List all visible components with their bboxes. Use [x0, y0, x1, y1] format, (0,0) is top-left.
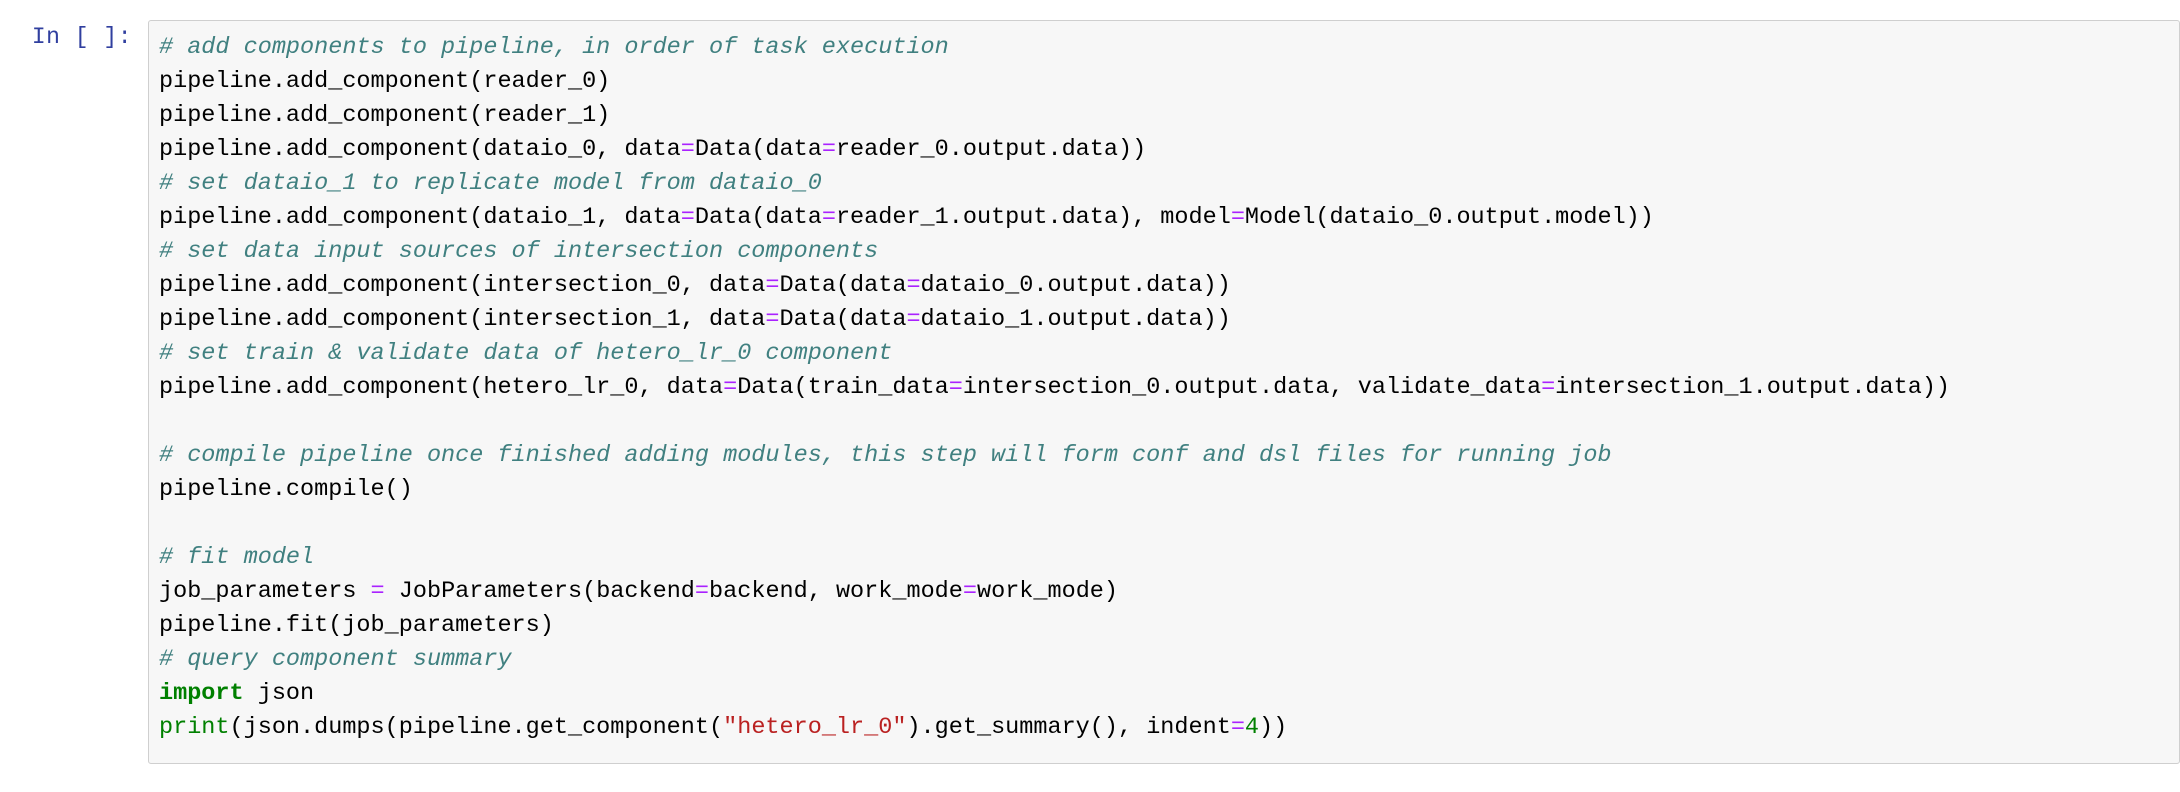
cell-execution-prompt[interactable]: In [ ]: — [31, 24, 132, 50]
code-token-kwop: = — [765, 272, 780, 299]
code-line[interactable]: pipeline.add_component(reader_1) — [159, 99, 2179, 133]
code-line[interactable]: pipeline.add_component(reader_0) — [159, 65, 2179, 99]
code-line[interactable]: pipeline.add_component(hetero_lr_0, data… — [159, 371, 2179, 405]
code-line[interactable]: pipeline.add_component(intersection_1, d… — [159, 303, 2179, 337]
code-token-name: pipeline.add_component(reader_0) — [159, 68, 611, 95]
code-token-name: intersection_0.output.data, validate_dat… — [962, 374, 1542, 401]
code-token-name: pipeline.compile() — [159, 476, 413, 503]
code-token-name: Data(data — [694, 204, 822, 231]
code-line[interactable]: pipeline.add_component(dataio_1, data=Da… — [159, 201, 2179, 235]
code-token-kwop: = — [821, 136, 836, 163]
code-token-kwop: = — [765, 306, 780, 333]
code-token-name: pipeline.add_component(intersection_0, d… — [159, 272, 766, 299]
code-token-name: pipeline.add_component(hetero_lr_0, data — [159, 374, 724, 401]
code-token-kwop: = — [821, 204, 836, 231]
code-line[interactable]: pipeline.add_component(dataio_0, data=Da… — [159, 133, 2179, 167]
code-line[interactable]: # set train & validate data of hetero_lr… — [159, 337, 2179, 371]
notebook-code-cell[interactable]: In [ ]: # add components to pipeline, in… — [0, 0, 2180, 764]
code-token-name: dataio_0.output.data)) — [920, 272, 1231, 299]
code-token-name: reader_1.output.data), model — [835, 204, 1231, 231]
code-token-comment: # set dataio_1 to replicate model from d… — [159, 170, 822, 197]
code-token-name: backend, work_mode — [709, 578, 963, 605]
code-token-kwop: = — [694, 578, 710, 605]
code-token-name: (json.dumps(pipeline.get_component( — [229, 714, 724, 741]
code-token-name: pipeline.fit(job_parameters) — [159, 612, 554, 639]
code-token-kwop: = — [948, 374, 963, 401]
code-line[interactable]: # set dataio_1 to replicate model from d… — [159, 167, 2179, 201]
code-token-comment: # query component summary — [159, 646, 512, 673]
code-token-comment: # add components to pipeline, in order o… — [159, 34, 949, 61]
code-line[interactable] — [159, 507, 2179, 541]
code-token-name: Data(data — [779, 272, 907, 299]
code-token-string: "hetero_lr_0" — [723, 714, 907, 741]
code-token-name: )) — [1259, 714, 1288, 741]
code-line[interactable]: # set data input sources of intersection… — [159, 235, 2179, 269]
code-token-number: 4 — [1244, 714, 1260, 741]
code-token-comment: # fit model — [159, 544, 315, 571]
code-token-kwop: = — [680, 136, 695, 163]
code-token-builtin: print — [159, 714, 230, 741]
code-token-kwop: = — [1230, 204, 1245, 231]
code-token-kwop: = — [723, 374, 738, 401]
cell-input-area[interactable]: # add components to pipeline, in order o… — [148, 20, 2180, 764]
code-line[interactable]: import json — [159, 677, 2179, 711]
code-token-kwop: = — [962, 578, 977, 605]
code-line[interactable]: pipeline.add_component(intersection_0, d… — [159, 269, 2179, 303]
code-token-name: pipeline.add_component(reader_1) — [159, 102, 611, 129]
code-line[interactable]: # compile pipeline once finished adding … — [159, 439, 2179, 473]
code-token-name: Data(data — [779, 306, 907, 333]
code-token-name: pipeline.add_component(dataio_0, data — [159, 136, 681, 163]
code-token-kwop: = — [680, 204, 695, 231]
code-token-name: dataio_1.output.data)) — [920, 306, 1231, 333]
code-token-kwop: = — [370, 578, 385, 605]
code-editor[interactable]: # add components to pipeline, in order o… — [149, 31, 2179, 745]
code-token-name: Data(train_data — [737, 374, 949, 401]
code-line[interactable]: pipeline.fit(job_parameters) — [159, 609, 2179, 643]
code-token-name: Data(data — [694, 136, 822, 163]
code-token-name: pipeline.add_component(dataio_1, data — [159, 204, 681, 231]
code-token-name: pipeline.add_component(intersection_1, d… — [159, 306, 766, 333]
code-line[interactable] — [159, 405, 2179, 439]
code-token-name: ).get_summary(), indent — [906, 714, 1231, 741]
code-token-kwop: = — [1230, 714, 1245, 741]
code-token-kwop: = — [1541, 374, 1556, 401]
code-token-name: job_parameters — [159, 578, 371, 605]
code-line[interactable]: # add components to pipeline, in order o… — [159, 31, 2179, 65]
code-line[interactable]: # query component summary — [159, 643, 2179, 677]
code-token-comment: # compile pipeline once finished adding … — [159, 442, 1612, 469]
code-line[interactable]: pipeline.compile() — [159, 473, 2179, 507]
code-token-comment: # set data input sources of intersection… — [159, 238, 879, 265]
code-token-name: reader_0.output.data)) — [835, 136, 1147, 163]
code-token-name: json — [243, 680, 315, 707]
code-token-kwop: = — [906, 272, 921, 299]
code-token-comment: # set train & validate data of hetero_lr… — [159, 340, 893, 367]
code-line[interactable]: print(json.dumps(pipeline.get_component(… — [159, 711, 2179, 745]
code-line[interactable]: job_parameters = JobParameters(backend=b… — [159, 575, 2179, 609]
code-token-name: work_mode) — [976, 578, 1119, 605]
code-line[interactable]: # fit model — [159, 541, 2179, 575]
code-token-name: Model(dataio_0.output.model)) — [1244, 204, 1654, 231]
code-token-name: intersection_1.output.data)) — [1555, 374, 1951, 401]
code-token-kwop: = — [906, 306, 921, 333]
code-token-keyword: import — [159, 680, 244, 707]
code-token-name: JobParameters(backend — [384, 578, 695, 605]
